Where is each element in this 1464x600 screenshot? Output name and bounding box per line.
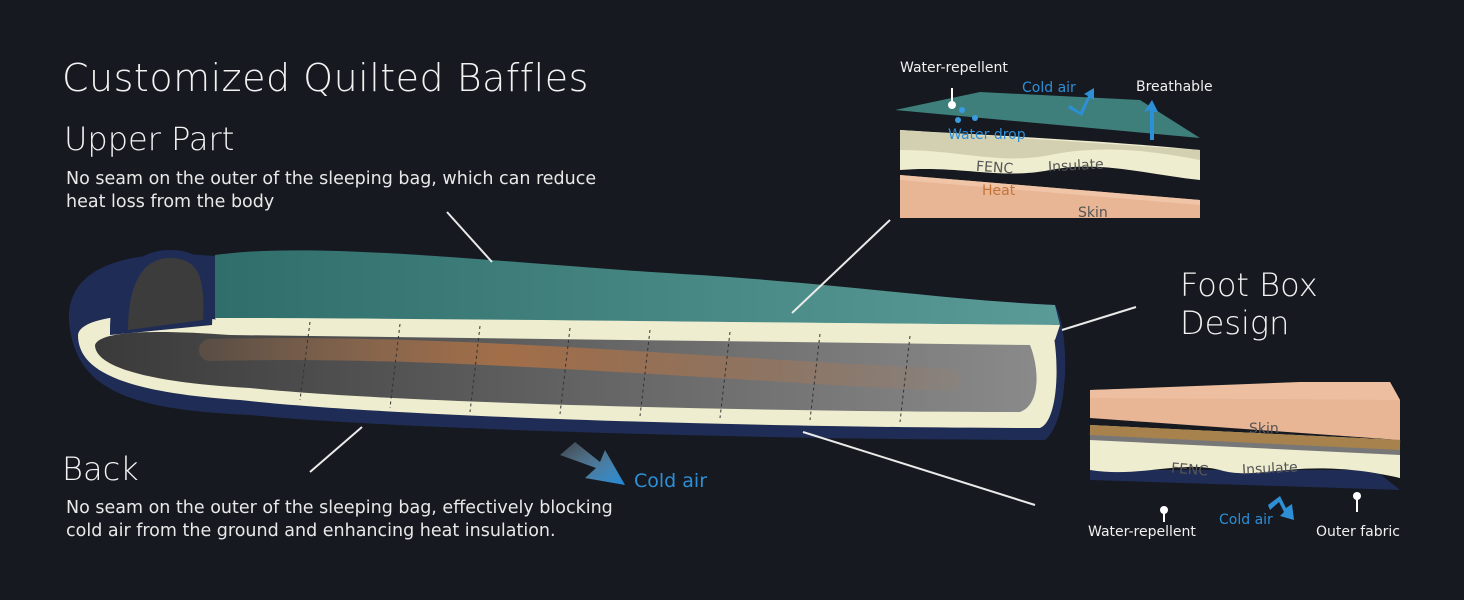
back-description: No seam on the outer of the sleeping bag… [66,498,613,541]
cold-air-arrow-icon [1268,496,1294,520]
breathable-arrow-icon [1144,100,1158,140]
bottom-cold-air-label: Cold air [1219,512,1273,528]
upper-part-description: No seam on the outer of the sleeping bag… [66,169,597,212]
water-repellent-label: Water-repellent [900,60,1008,76]
upper-part-heading: Upper Part [64,120,235,158]
cold-air-label: Cold air [1022,80,1076,96]
foot-box-heading: Foot Box Design [1180,266,1318,342]
heat-label: Heat [982,183,1016,199]
foot-box-line2: Design [1180,304,1290,342]
outer-fabric-label: Outer fabric [1316,524,1400,540]
top-layer-diagram [895,88,1200,218]
cold-air-arrow-icon [1068,88,1094,116]
upper-shell [215,250,1060,325]
back-cold-air-label: Cold air [634,470,708,492]
heat-flow [199,338,961,391]
bottom-insulate-label: Insulate [1241,459,1299,479]
bottom-fenc-label: FENC [1170,460,1209,480]
cold-air-arrow-icon [560,442,625,485]
water-drop-label: Water drop [948,127,1026,143]
bottom-skin-label: Skin [1249,421,1279,437]
skin-label: Skin [1078,205,1108,221]
insulate-label: Insulate [1047,156,1105,176]
fenc-label: FENC [975,158,1014,178]
breathable-label: Breathable [1136,79,1213,95]
bottom-water-repellent-label: Water-repellent [1088,524,1196,540]
back-heading: Back [62,450,139,488]
bottom-layer-diagram [1089,382,1401,522]
foot-box-line1: Foot Box [1180,266,1318,304]
page-title: Customized Quilted Baffles [62,56,589,100]
